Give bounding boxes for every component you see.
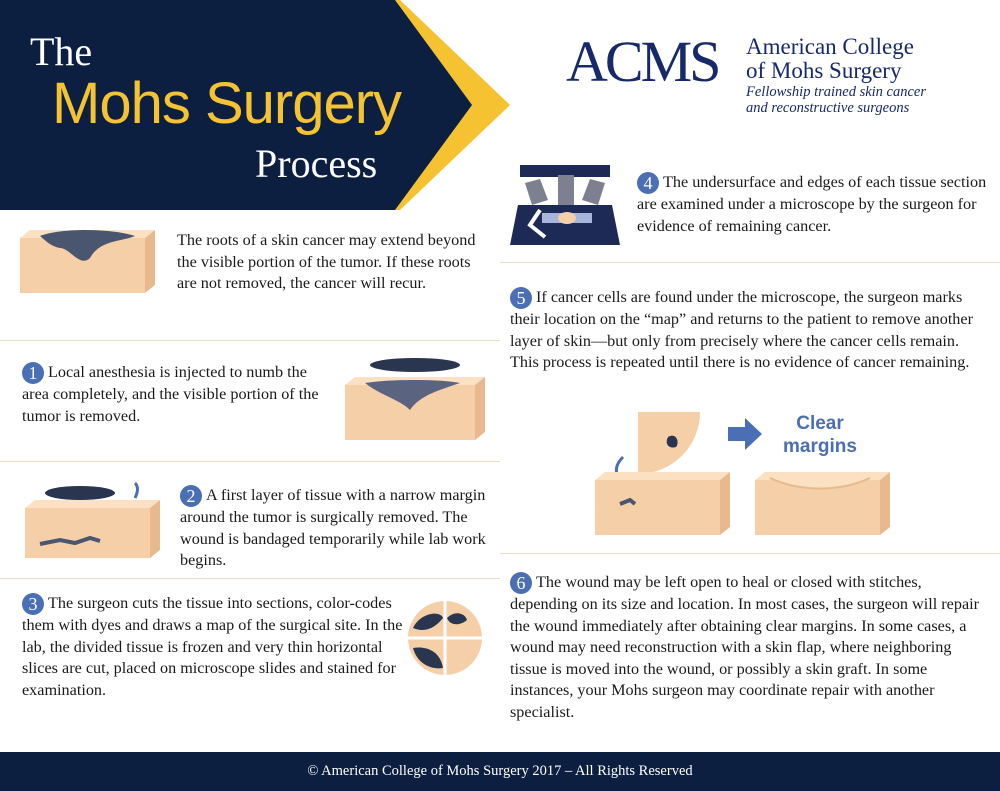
step-text: Local anesthesia is injected to numb the… <box>22 363 319 425</box>
title-line-1: The <box>30 29 93 74</box>
first-layer-illustration <box>25 481 160 558</box>
step-number-badge: 3 <box>22 593 44 615</box>
microscope-illustration <box>510 165 620 245</box>
divider <box>500 262 1000 263</box>
divider <box>0 340 500 341</box>
logo-acronym: ACMS <box>566 29 721 94</box>
tumor-removal-illustration <box>345 358 485 440</box>
header-banner <box>0 0 510 210</box>
tagline-line-1: Fellowship trained skin cancer <box>746 84 927 100</box>
tagline-line-2: and reconstructive surgeons <box>746 100 910 116</box>
title-line-3: Process <box>255 141 378 186</box>
step-text: A first layer of tissue with a narrow ma… <box>180 486 486 569</box>
intro-text: The roots of a skin cancer may extend be… <box>177 231 476 292</box>
divider <box>500 553 1000 554</box>
step-text: The wound may be left open to heal or cl… <box>510 573 980 721</box>
step-text: The surgeon cuts the tissue into section… <box>22 594 403 699</box>
step-number-badge: 5 <box>510 287 532 309</box>
org-line-1: American College <box>746 34 914 59</box>
divider <box>0 461 500 462</box>
divider <box>0 578 500 579</box>
step-number-badge: 6 <box>510 572 532 594</box>
title-line-2: Mohs Surgery <box>52 71 402 136</box>
footer-copyright: © American College of Mohs Surgery 2017 … <box>0 752 1000 791</box>
org-line-2: of Mohs Surgery <box>746 58 902 83</box>
tissue-sections-map-illustration <box>407 600 483 676</box>
step-number-badge: 1 <box>22 362 44 384</box>
clear-margins-line-2: margins <box>783 436 857 457</box>
step-number-badge: 2 <box>180 485 202 507</box>
clear-margins-line-1: Clear <box>796 413 844 434</box>
clear-margins-illustration <box>595 412 890 535</box>
step-text: The undersurface and edges of each tissu… <box>637 173 987 235</box>
step-text: If cancer cells are found under the micr… <box>510 288 973 371</box>
skin-tumor-roots-illustration <box>20 230 155 293</box>
step-number-badge: 4 <box>637 172 659 194</box>
